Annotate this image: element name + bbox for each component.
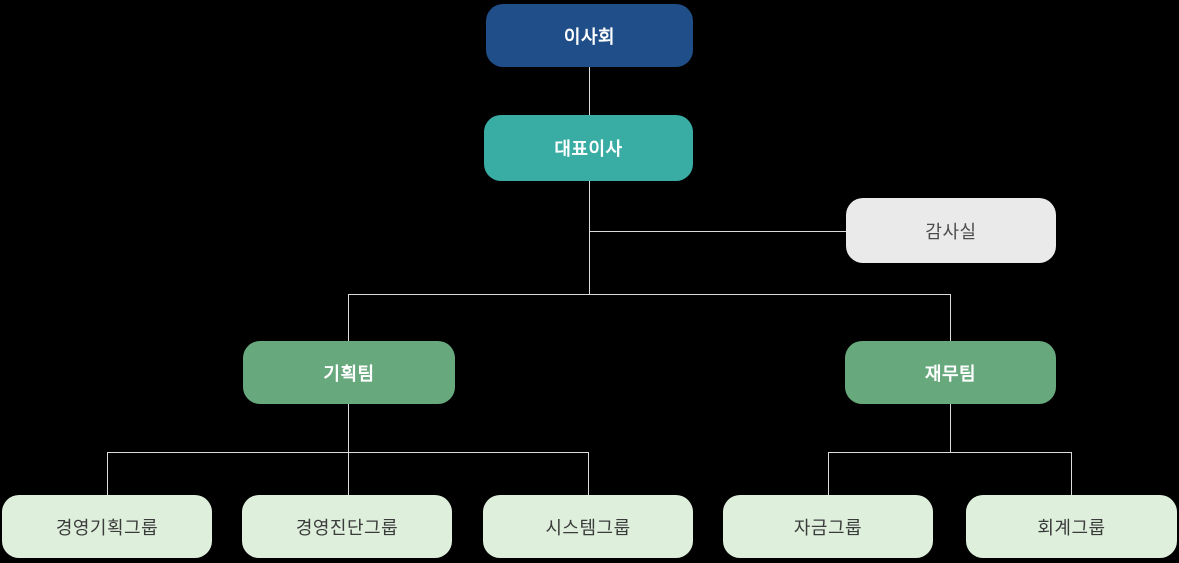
node-accounting-group: 회계그룹: [966, 495, 1177, 558]
connector-finance-up: [950, 294, 951, 341]
connector-group5-down: [1071, 452, 1072, 495]
connector-ceo-audit: [589, 231, 846, 232]
node-board: 이사회: [486, 4, 693, 67]
connector-finance-groups: [828, 452, 1071, 453]
connector-finance-down: [950, 404, 951, 452]
node-audit-office: 감사실: [846, 198, 1056, 263]
node-funds-group: 자금그룹: [723, 495, 933, 558]
node-ceo: 대표이사: [484, 115, 693, 181]
connector-planning-groups: [107, 452, 588, 453]
connector-planning-down: [348, 404, 349, 495]
node-mgmt-planning-group: 경영기획그룹: [2, 495, 212, 558]
connector-planning-up: [348, 294, 349, 341]
connector-ceo-down: [589, 181, 590, 294]
connector-group3-down: [588, 452, 589, 495]
node-system-group: 시스템그룹: [483, 495, 693, 558]
connector-board-ceo: [589, 67, 590, 115]
connector-teams-horizontal: [348, 294, 950, 295]
connector-group1-down: [107, 452, 108, 495]
node-planning-team: 기획팀: [243, 341, 455, 404]
node-finance-team: 재무팀: [845, 341, 1056, 404]
node-mgmt-diagnosis-group: 경영진단그룹: [242, 495, 452, 558]
connector-group4-down: [828, 452, 829, 495]
